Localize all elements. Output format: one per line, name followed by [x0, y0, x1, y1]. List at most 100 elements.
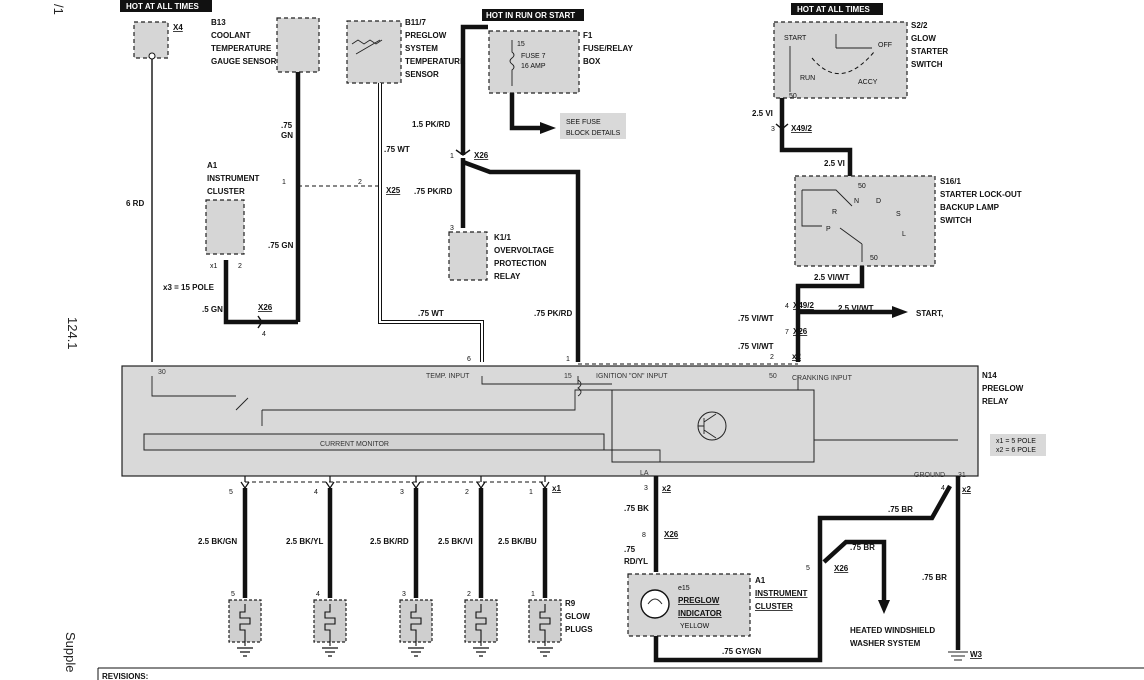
glow-plug-element: [410, 604, 422, 646]
glow-plug-element: [539, 604, 551, 646]
ground-icon: [237, 647, 253, 657]
pole-note-box: [990, 434, 1046, 456]
relay-pin-15: 15: [564, 373, 572, 380]
see-fuse-line2: BLOCK DETAILS: [566, 130, 621, 137]
x26-a-connector: [257, 315, 263, 329]
x1-label: x1: [552, 484, 561, 493]
wire-to-fuse-block: [509, 93, 540, 131]
n14-line3: RELAY: [982, 397, 1009, 406]
f1-line3: BOX: [583, 57, 601, 66]
plug-connector-pin: [540, 481, 550, 490]
b13-line4: GAUGE SENSOR: [211, 57, 277, 66]
pole-note-x2: x2 = 6 POLE: [996, 447, 1036, 454]
x492-b-label: X49/2: [793, 301, 814, 310]
see-fuse-arrow: [540, 122, 556, 134]
start-label: START,: [916, 309, 943, 318]
relay-pin6: 6: [467, 356, 471, 363]
x26-c-label: X26: [793, 327, 808, 336]
wire-pkrd-relay: [462, 159, 581, 362]
glow-plug-wire-label: 2.5 BK/GN: [198, 537, 237, 546]
plug-connector-pin: [476, 481, 486, 490]
wire-75gygn-label: .75 GY/GN: [722, 647, 761, 656]
ground-icon: [322, 647, 338, 657]
x26-a-label: X26: [258, 303, 273, 312]
b13-line2: COOLANT: [211, 31, 251, 40]
wire-75br-b: [822, 539, 887, 600]
x25-pin2: 2: [358, 179, 362, 186]
plug-connector-pin: [411, 481, 421, 490]
transistor-symbol: [698, 413, 717, 439]
wire-75br-label-a: .75 BR: [888, 505, 913, 514]
x26-c-pin7: 7: [785, 329, 789, 336]
x26-a-pin4: 4: [262, 331, 266, 338]
wire-5gn-label: .5 GN: [202, 305, 223, 314]
x26-d-label: X26: [664, 530, 679, 539]
current-monitor-label: CURRENT MONITOR: [320, 441, 389, 448]
x2-b-label: x2: [662, 484, 671, 493]
s2-pin50: 50: [789, 93, 797, 100]
r9-line2: GLOW: [565, 612, 590, 621]
wire-gn-label-c: .75 GN: [268, 241, 294, 250]
relay-internal-right: [604, 439, 958, 462]
s16-line1: S16/1: [940, 177, 961, 186]
b11-line1: B11/7: [405, 18, 426, 27]
x25-label: X25: [386, 186, 401, 195]
f1-line2: FUSE/RELAY: [583, 44, 634, 53]
lamp-filament: [647, 598, 663, 605]
banner-right-text: HOT AT ALL TIMES: [797, 5, 871, 14]
x26-d-pin8: 8: [642, 532, 646, 539]
relay-pin1: 1: [566, 356, 570, 363]
wire-5gn: [223, 260, 298, 325]
relay-pin-50: 50: [769, 373, 777, 380]
x26-e-label: X26: [834, 564, 849, 573]
s2-line3: STARTER: [911, 47, 948, 56]
wire-gn-label-b: GN: [281, 131, 293, 140]
plug-bottom-pin: 4: [316, 591, 320, 598]
wire-25vi-label-b: 2.5 VI: [824, 159, 845, 168]
x4-box: [133, 21, 169, 59]
wire-75br-a: [817, 484, 952, 566]
s16-pin50-bottom: 50: [870, 255, 878, 262]
banner-left-text: HOT AT ALL TIMES: [126, 2, 200, 11]
x26-b-pin1: 1: [450, 153, 454, 160]
relay-coil: [577, 379, 582, 397]
wire-pkrd-label-b: .75 PK/RD: [534, 309, 572, 318]
n14-line1: N14: [982, 371, 997, 380]
x4-terminal: [148, 52, 156, 60]
glow-plug-wire-label: 2.5 BK/VI: [438, 537, 473, 546]
s2-pos-start: START: [784, 35, 807, 42]
relay-ignition-input: IGNITION "ON" INPUT: [596, 373, 668, 380]
wire-25viwt-label-a: 2.5 VI/WT: [814, 273, 850, 282]
s2-line4: SWITCH: [911, 60, 943, 69]
fuse-pin-15: 15: [517, 41, 525, 48]
s16-line4: SWITCH: [940, 216, 972, 225]
r9-line3: PLUGS: [565, 625, 593, 634]
s16-pos-n: N: [854, 198, 859, 205]
k1-line4: RELAY: [494, 272, 521, 281]
fuse-symbol: [509, 40, 515, 86]
s2-line2: GLOW: [911, 34, 936, 43]
glow-plug-wire-label: 2.5 BK/YL: [286, 537, 323, 546]
wire-15pkrd-label: 1.5 PK/RD: [412, 120, 450, 129]
a1-top-line3: CLUSTER: [207, 187, 245, 196]
e15-line2: PREGLOW: [678, 596, 720, 605]
x2-b-pin3: 3: [644, 485, 648, 492]
plug-relay-pin: 1: [529, 489, 533, 496]
x2-a-label: x2: [792, 352, 801, 361]
k1-pin3: 3: [450, 225, 454, 232]
s2-box: [773, 21, 908, 99]
s2-line1: S2/2: [911, 21, 928, 30]
x492-a-label: X49/2: [791, 124, 812, 133]
wire-25vi: [779, 98, 853, 176]
s16-pos-l: L: [902, 231, 906, 238]
wire-75viwt-label-a: .75 VI/WT: [738, 314, 774, 323]
k1-box: [448, 231, 488, 281]
b13-line1: B13: [211, 18, 226, 27]
glow-plug-element: [239, 604, 251, 646]
s16-lever: [839, 227, 863, 245]
wire-6rd-label: 6 RD: [126, 199, 144, 208]
ground-icon: [537, 647, 553, 657]
s16-pos-s: S: [896, 211, 901, 218]
relay-temp-input: TEMP. INPUT: [426, 373, 470, 380]
